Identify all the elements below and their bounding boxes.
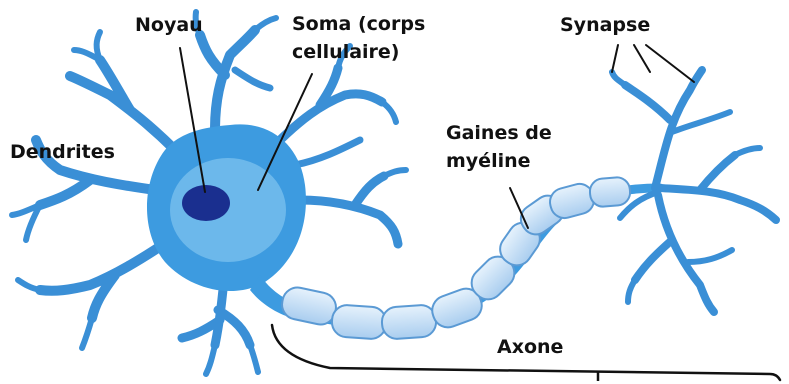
synapse-leader-2 — [634, 45, 650, 72]
label-soma-line2: cellulaire) — [292, 41, 400, 64]
label-synapse: Synapse — [560, 14, 650, 37]
synapse-leader-1 — [612, 45, 618, 72]
label-axone: Axone — [497, 336, 563, 359]
label-noyau: Noyau — [135, 14, 203, 37]
label-soma-line1: Soma (corps — [292, 13, 425, 36]
label-gaines-line2: myéline — [446, 150, 531, 173]
label-gaines-line1: Gaines de — [446, 122, 552, 145]
label-dendrites: Dendrites — [10, 141, 115, 164]
synapse-leader-3 — [646, 45, 694, 82]
nucleus — [182, 185, 230, 221]
